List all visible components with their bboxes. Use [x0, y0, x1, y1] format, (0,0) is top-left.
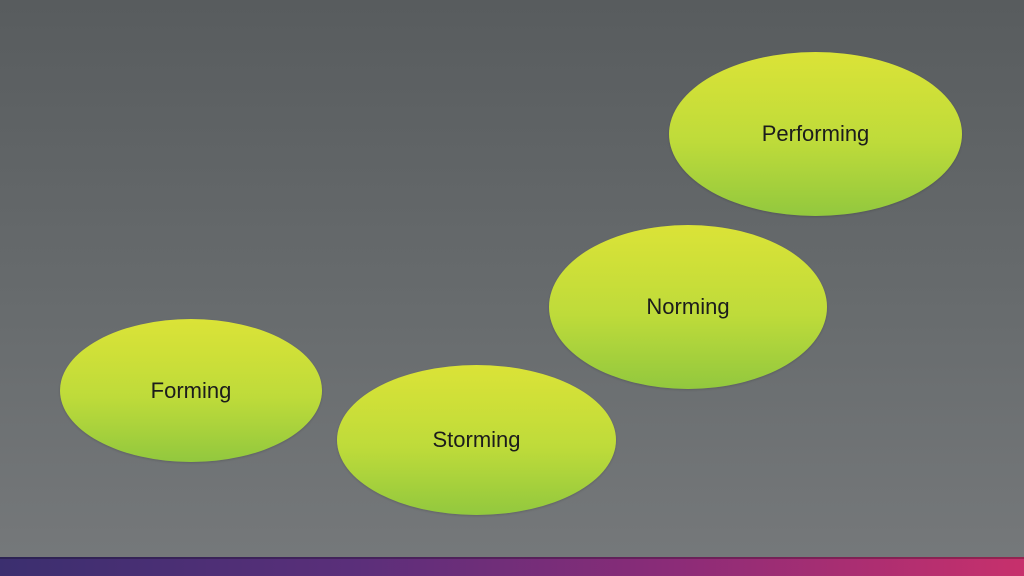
stage-storming-ellipse: Storming [337, 365, 616, 515]
bottom-accent-bar [0, 557, 1024, 576]
stage-storming-label: Storming [432, 427, 521, 452]
stage-forming-label: Forming [150, 377, 232, 403]
stage-norming-ellipse: Norming [549, 225, 827, 389]
stage-performing-label: Performing [761, 121, 870, 146]
stage-forming-ellipse: Forming [60, 319, 322, 462]
stage-performing-ellipse: Performing [669, 52, 962, 216]
stage-norming-label: Norming [646, 294, 730, 319]
